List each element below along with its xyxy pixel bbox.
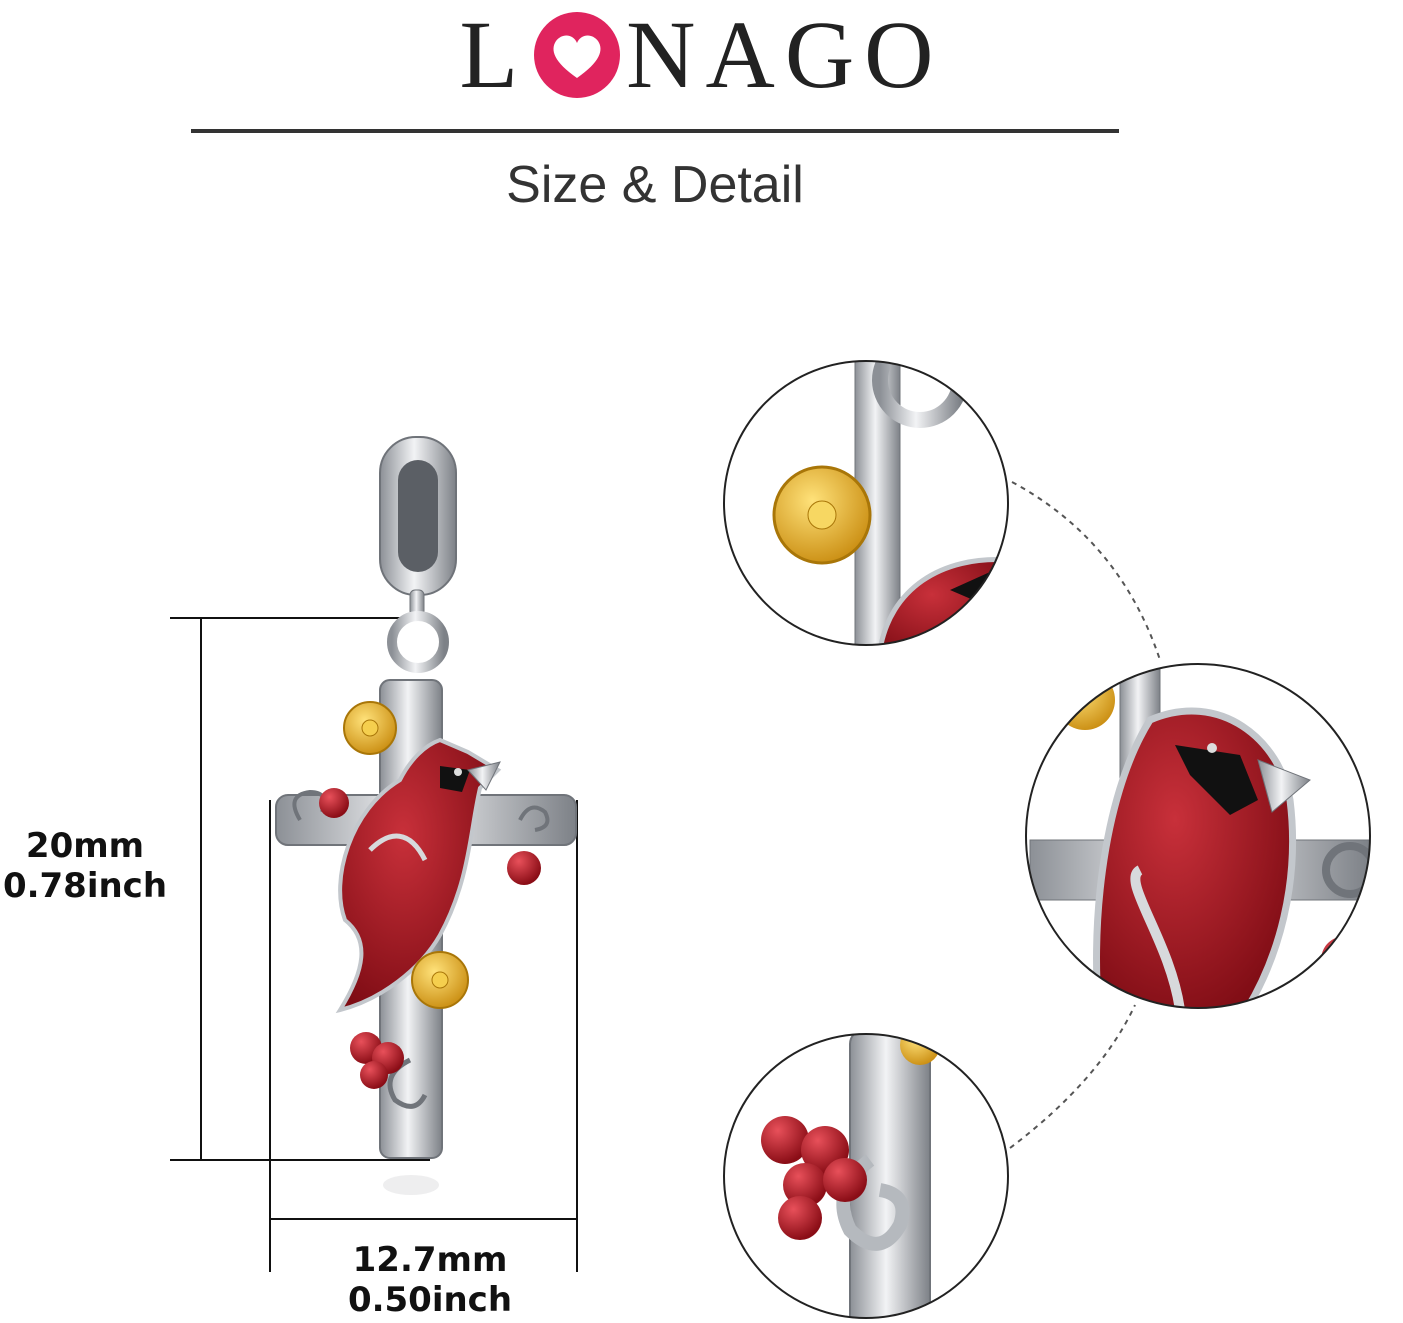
connector-line-top: [1011, 481, 1161, 661]
width-mm: 12.7mm: [352, 1240, 508, 1280]
brand-logo: L NAGO: [0, 0, 1403, 110]
detail-circle-bird: [1025, 663, 1371, 1009]
gold-flower-upper: [343, 701, 397, 755]
height-label: 20mm 0.78inch: [0, 826, 170, 906]
width-label: 12.7mm 0.50inch: [330, 1240, 530, 1320]
width-inch: 0.50inch: [347, 1280, 513, 1320]
brand-letter-l: L: [459, 1, 529, 108]
heart-logo-icon: [534, 12, 621, 98]
brand-letters-rest: NAGO: [626, 1, 944, 108]
gold-flower-lower: [411, 951, 469, 1009]
height-mm: 20mm: [25, 826, 145, 866]
width-dimension-line: [269, 800, 578, 1272]
header-divider: [191, 129, 1119, 133]
page-subtitle: Size & Detail: [506, 156, 804, 214]
height-inch: 0.78inch: [2, 866, 168, 906]
height-dimension-line: [170, 617, 430, 1161]
detail-circle-berries: [723, 1033, 1009, 1319]
brand-wordmark: L NAGO: [460, 7, 944, 103]
pendant-bail: [379, 436, 457, 673]
pendant-reflection: [383, 1175, 439, 1195]
connector-line-bottom: [1009, 1004, 1136, 1149]
detail-circle-flower: [723, 360, 1009, 646]
red-berries: [319, 788, 541, 1089]
cardinal-bird: [335, 737, 502, 1014]
